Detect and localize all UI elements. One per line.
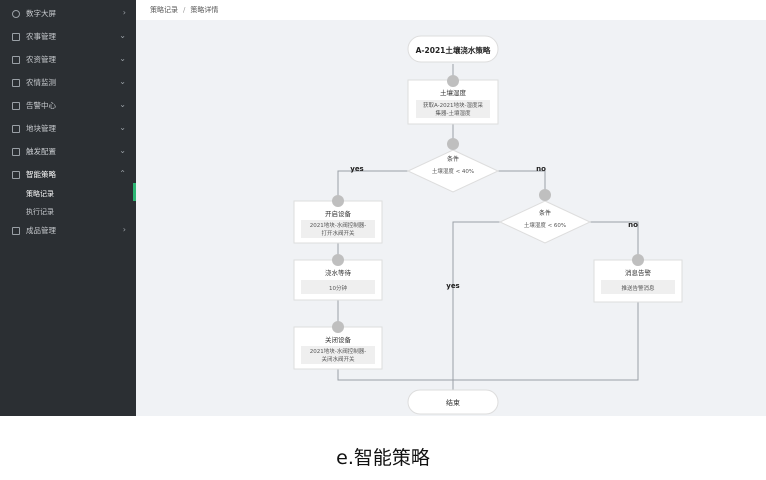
- condition-node-1[interactable]: [406, 149, 500, 193]
- sidebar-item-label: 农资管理: [26, 55, 56, 64]
- sidebar-item-monitoring[interactable]: 农情监测 ⌄: [0, 71, 136, 94]
- sensor-node-desc-box: [416, 100, 490, 118]
- alarm-desc: 推送告警消息: [621, 284, 655, 292]
- chevron-right-icon: ›: [122, 8, 126, 17]
- sensor-node-desc-line2: 集器-土壤湿度: [436, 109, 471, 117]
- chevron-down-icon: ⌄: [119, 77, 126, 86]
- sidebar-item-strategy[interactable]: 智能策略 ⌃: [0, 163, 136, 186]
- active-indicator: [133, 183, 136, 201]
- sidebar-subitem-label: 执行记录: [26, 208, 54, 216]
- edit-icon: [12, 32, 20, 41]
- sidebar-item-products[interactable]: 成品管理 ›: [0, 219, 136, 242]
- breadcrumb-separator: /: [183, 6, 186, 14]
- sidebar: 数字大屏 › 农事管理 ⌄ 农资管理 ⌄ 农情监测 ⌄ 告警中心 ⌄ 地块管理 …: [0, 0, 136, 416]
- sidebar-subitem-label: 策略记录: [26, 190, 54, 198]
- end-node-label: 结束: [446, 398, 460, 407]
- wait-title: 浇水等待: [325, 268, 352, 277]
- figure-caption: e.智能策略: [336, 447, 430, 469]
- sensor-node-title: 土壤湿度: [440, 88, 467, 97]
- start-node[interactable]: [407, 35, 499, 63]
- breadcrumb-item-records[interactable]: 策略记录: [150, 6, 178, 14]
- close-device-title: 关闭设备: [325, 335, 352, 344]
- thermometer-icon: [447, 75, 459, 87]
- edit-icon: [12, 226, 20, 235]
- flow-canvas: A-2021土壤浇水策略 土壤湿度 获取A-2021地块-湿度采 集器-土壤湿度…: [293, 35, 683, 415]
- end-node[interactable]: [407, 389, 499, 415]
- message-icon: [632, 254, 644, 266]
- app-window: 数字大屏 › 农事管理 ⌄ 农资管理 ⌄ 农情监测 ⌄ 告警中心 ⌄ 地块管理 …: [0, 0, 766, 416]
- open-device-desc-line2: 打开水阀开关: [321, 229, 355, 237]
- power-icon: [332, 195, 344, 207]
- sensor-node-desc-line1: 获取A-2021地块-湿度采: [423, 101, 484, 109]
- condition-2-expr: 土壤湿度 < 60%: [524, 221, 566, 229]
- close-device-desc-line2: 关闭水阀开关: [321, 355, 355, 363]
- sidebar-item-label: 农情监测: [26, 78, 56, 87]
- sidebar-item-label: 数字大屏: [26, 9, 56, 18]
- start-node-label: A-2021土壤浇水策略: [416, 45, 491, 55]
- sidebar-item-label: 智能策略: [26, 170, 56, 179]
- chevron-right-icon: ›: [122, 225, 126, 234]
- open-device-desc-line1: 2021地块-水阀控制器-: [310, 221, 366, 229]
- condition-1-expr: 土壤湿度 < 40%: [432, 167, 474, 175]
- open-device-title: 开启设备: [325, 209, 352, 218]
- hourglass-icon: [332, 254, 344, 266]
- chevron-up-icon: ⌃: [119, 169, 126, 178]
- yes-label-1: yes: [350, 165, 363, 173]
- edit-icon: [12, 170, 20, 179]
- sidebar-item-farming[interactable]: 农事管理 ⌄: [0, 25, 136, 48]
- sidebar-subitem-strategy-records[interactable]: 策略记录: [0, 184, 136, 204]
- share-icon: [447, 138, 459, 150]
- alarm-title: 消息告警: [625, 268, 652, 277]
- edit-icon: [12, 78, 20, 87]
- alarm-desc-box: [601, 280, 675, 294]
- sidebar-item-label: 成品管理: [26, 226, 56, 235]
- sidebar-item-triggers[interactable]: 触发配置 ⌄: [0, 140, 136, 163]
- edit-icon: [12, 147, 20, 156]
- dashboard-icon: [12, 9, 20, 18]
- condition-1-title: 条件: [447, 155, 459, 163]
- breadcrumb-item-detail: 策略详情: [190, 6, 219, 14]
- breadcrumb: 策略记录 / 策略详情: [136, 0, 766, 20]
- chevron-down-icon: ⌄: [119, 100, 126, 109]
- sidebar-item-label: 触发配置: [26, 147, 56, 156]
- edit-icon: [12, 55, 20, 64]
- sidebar-item-label: 告警中心: [26, 101, 56, 110]
- chevron-down-icon: ⌄: [119, 31, 126, 40]
- chevron-down-icon: ⌄: [119, 146, 126, 155]
- close-device-desc-line1: 2021地块-水阀控制器-: [310, 347, 366, 355]
- sidebar-item-supplies[interactable]: 农资管理 ⌄: [0, 48, 136, 71]
- wait-desc-box: [301, 280, 375, 294]
- wait-desc: 10分钟: [329, 284, 347, 292]
- sidebar-subitem-execution-records[interactable]: 执行记录: [0, 202, 136, 222]
- share-icon: [539, 189, 551, 201]
- sidebar-item-label: 地块管理: [26, 124, 56, 133]
- chevron-down-icon: ⌄: [119, 54, 126, 63]
- chevron-down-icon: ⌄: [119, 123, 126, 132]
- open-device-desc-box: [301, 220, 375, 238]
- main-content: 策略记录 / 策略详情 A-2021土壤浇水策略 土壤湿度: [136, 0, 766, 416]
- no-label-2: no: [628, 221, 638, 229]
- power-icon: [332, 321, 344, 333]
- edit-icon: [12, 124, 20, 133]
- sidebar-item-alarms[interactable]: 告警中心 ⌄: [0, 94, 136, 117]
- sidebar-item-dashboard[interactable]: 数字大屏 ›: [0, 2, 136, 25]
- no-label-1: no: [536, 165, 546, 173]
- flow-connectors: [337, 64, 639, 390]
- condition-node-2[interactable]: [498, 200, 592, 244]
- edit-icon: [12, 101, 20, 110]
- sidebar-item-label: 农事管理: [26, 32, 56, 41]
- condition-2-title: 条件: [539, 209, 551, 217]
- close-device-desc-box: [301, 346, 375, 364]
- yes-label-2: yes: [446, 282, 459, 290]
- sidebar-item-plots[interactable]: 地块管理 ⌄: [0, 117, 136, 140]
